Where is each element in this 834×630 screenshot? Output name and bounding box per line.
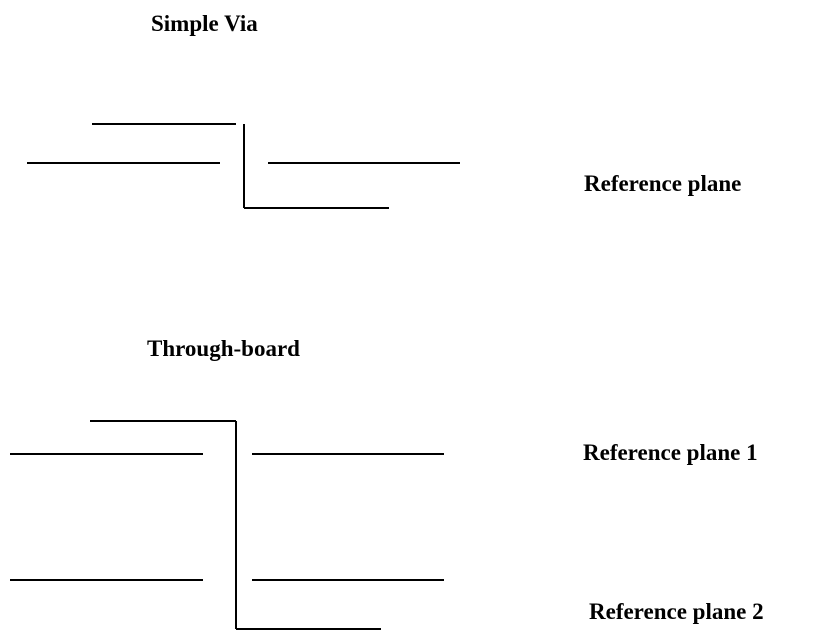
through-board-drawing — [10, 420, 444, 630]
through-board-reference-plane-1-label: Reference plane 1 — [583, 440, 758, 465]
simple-via-drawing — [27, 123, 460, 209]
through-board-title: Through-board — [147, 336, 300, 361]
simple-via-reference-plane-label: Reference plane — [584, 171, 742, 196]
through-board-reference-plane-2-label: Reference plane 2 — [589, 599, 764, 624]
simple-via-title: Simple Via — [151, 11, 258, 36]
